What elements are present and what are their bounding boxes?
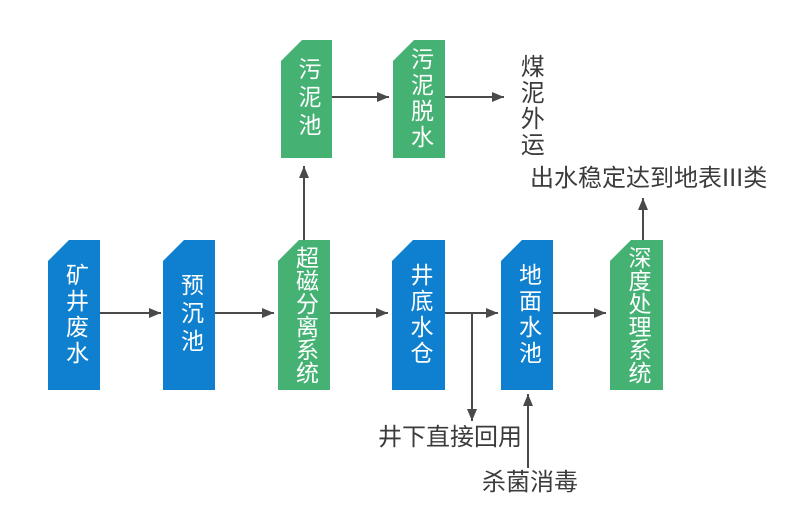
node-pre-sedimentation-label: 预沉池 xyxy=(176,273,203,357)
node-surface-pool: 地面水池 xyxy=(501,240,553,390)
node-magnetic-separation: 超磁分离系统 xyxy=(278,240,330,390)
node-shaft-bottom-sump: 井底水仓 xyxy=(392,240,445,390)
node-mine-wastewater-label: 矿井废水 xyxy=(61,263,88,367)
node-magnetic-separation-label: 超磁分离系统 xyxy=(291,246,318,384)
node-mine-wastewater: 矿井废水 xyxy=(48,240,100,390)
node-sludge-tank: 污泥池 xyxy=(281,40,332,158)
annotation-effluent-standard: 出水稳定达到地表III类 xyxy=(530,164,768,192)
annotation-disinfection: 杀菌消毒 xyxy=(482,468,578,496)
node-advanced-treatment: 深度处理系统 xyxy=(610,240,663,390)
node-advanced-treatment-label: 深度处理系统 xyxy=(624,246,650,384)
node-sludge-tank-label: 污泥池 xyxy=(294,57,320,141)
annotation-underground-reuse: 井下直接回用 xyxy=(378,423,522,451)
annotation-coal-slime-out: 煤泥外运 xyxy=(516,54,545,158)
node-sludge-dewatering-label: 污泥脱水 xyxy=(406,47,433,151)
node-shaft-bottom-sump-label: 井底水仓 xyxy=(406,263,432,367)
node-pre-sedimentation: 预沉池 xyxy=(163,240,215,390)
node-sludge-dewatering: 污泥脱水 xyxy=(393,40,445,158)
node-surface-pool-label: 地面水池 xyxy=(514,263,541,367)
